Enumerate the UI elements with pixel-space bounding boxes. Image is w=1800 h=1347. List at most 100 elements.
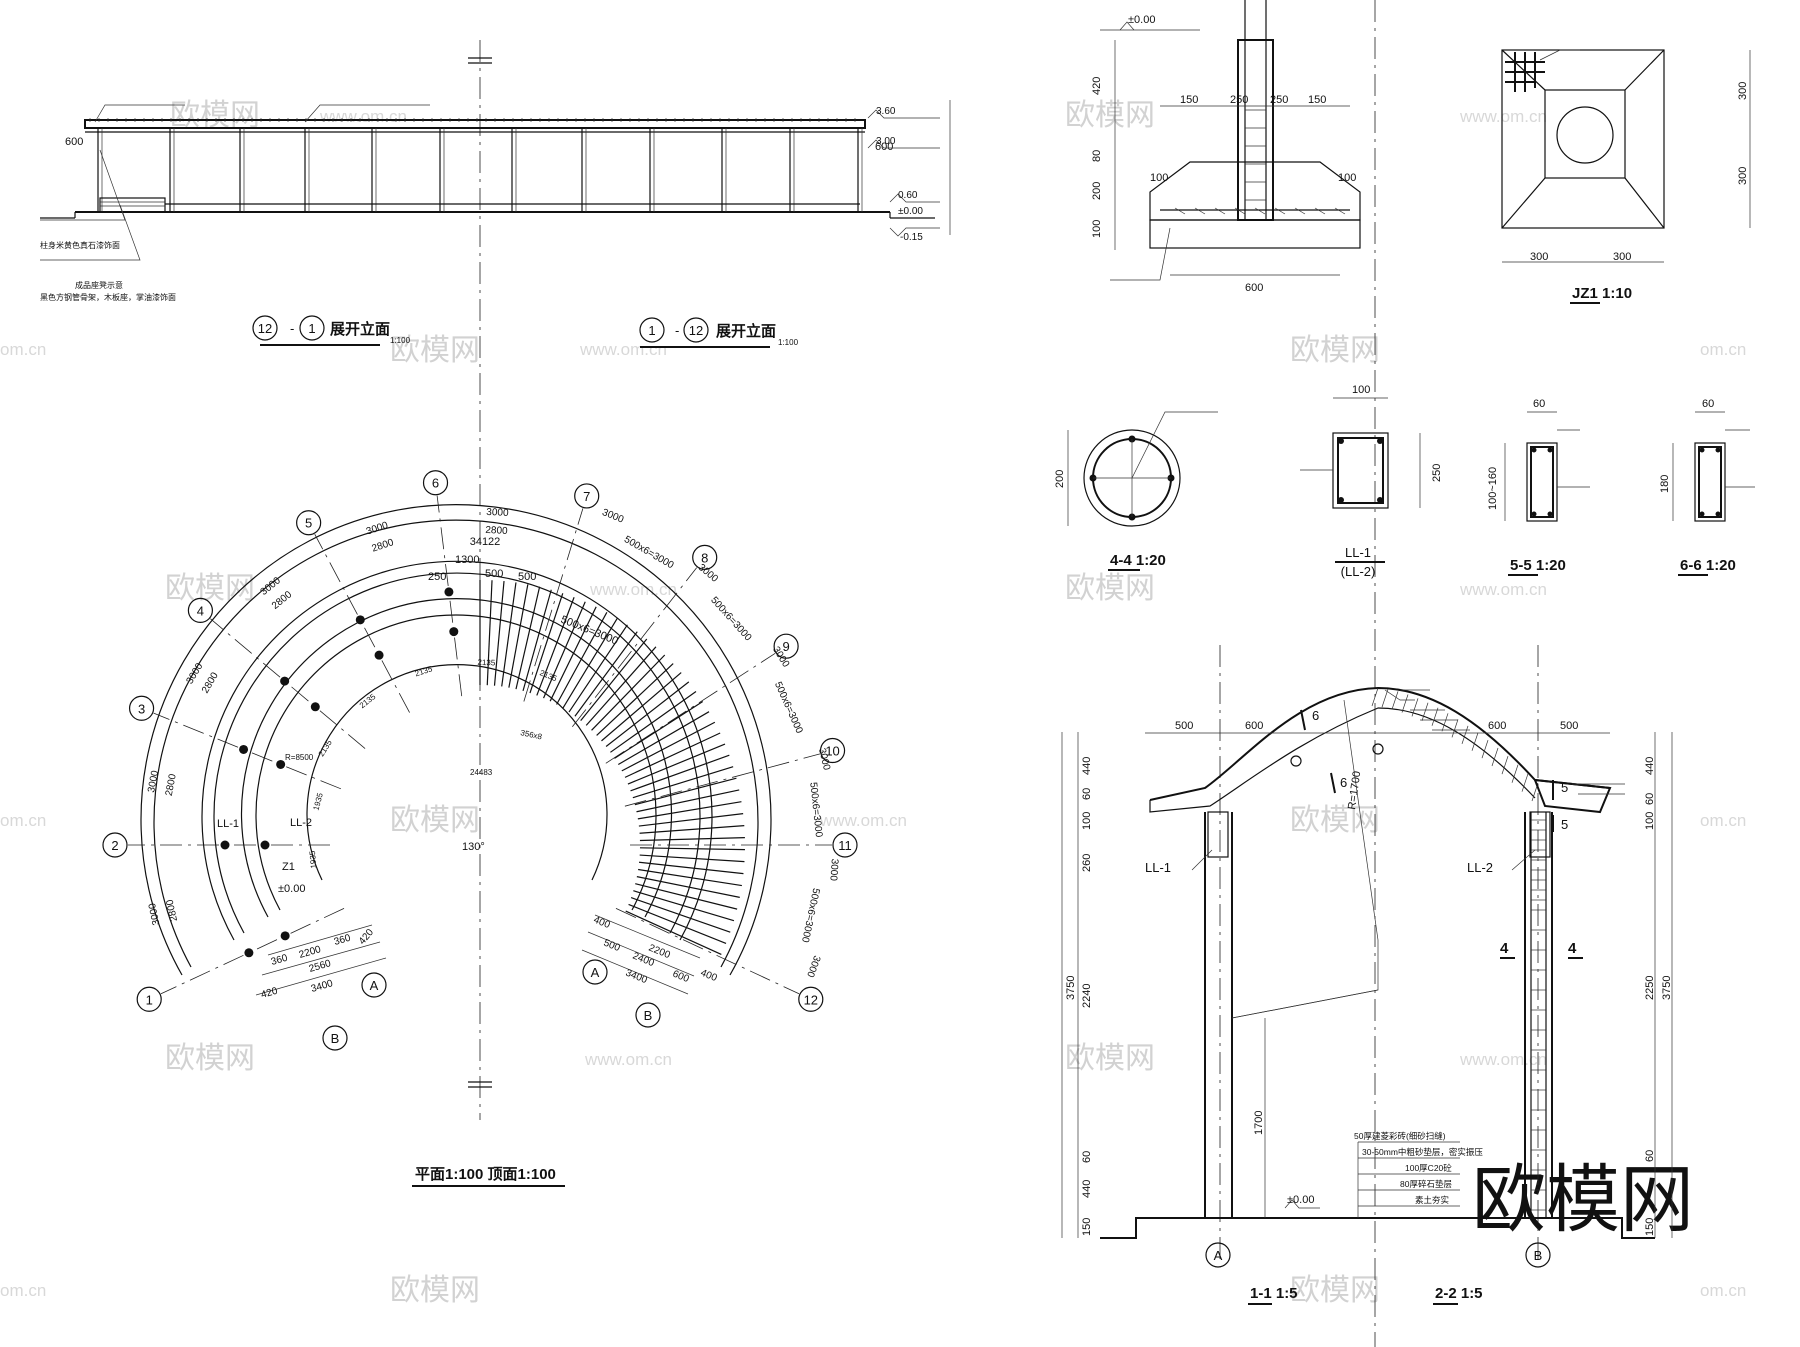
column-dot [355,615,365,625]
cut-mark [1330,772,1336,794]
beam-outline [1694,442,1726,522]
jz1-detail: 300 300 300 300 JZ1 1:10 [1501,49,1751,304]
roof-slat [515,586,541,690]
jz1-inner [1544,89,1626,179]
level-060: 0.60 [898,190,918,201]
leader-line [1191,849,1213,871]
arc-dim: 2800 [371,537,396,554]
roof-slat [617,711,710,766]
watermark-url: www.om.cn [579,340,667,359]
grid-label: 9 [782,639,789,654]
arch-rib [1381,689,1389,708]
elevation-title-left: 12 - 1 展开立面 1:100 [252,315,411,346]
dim: 150 [1644,1218,1656,1236]
dim-total: 3750 [1661,976,1673,1000]
roof-slat [639,824,745,834]
grid-bubble [361,972,387,998]
arch-rib [1501,756,1509,775]
dim-line [581,949,689,995]
grid-label: 12 [689,323,703,338]
cut-label: 5 [1561,817,1568,832]
dim: 500 [1560,720,1578,732]
dim: 2250 [1644,976,1656,1000]
dim: 2240 [1081,984,1093,1008]
watermark-text: 欧模网 [1290,803,1380,838]
footing-bar [1174,207,1186,215]
level-label: ±0.00 [278,883,305,895]
arc-dim: 3000 [147,902,162,926]
footing-bars [1174,109,1346,215]
dim-line [587,931,695,977]
dim: 60 [1644,793,1656,805]
radial-axis [210,618,366,749]
dim: 300 [1737,82,1749,100]
pavement-layers: 50厚建菱彩砖(细砂扫缝) 30-50mm中粗砂垫层，密实振压 100厚C20砼… [1354,1131,1483,1218]
leader-line [1539,49,1580,61]
roof-slat [501,582,517,687]
roof-slat [596,663,674,736]
z1-label: Z1 [282,861,295,873]
dim-500: 500 [518,571,536,583]
radial-axes [128,495,832,995]
section-title: 6-6 1:20 [1680,557,1736,574]
watermark-url: om.cn [1700,811,1746,830]
roof-slat [638,813,744,827]
beam-outline [1332,432,1389,509]
watermark-url: www.om.cn [1459,107,1547,126]
rebar-dot [1699,511,1705,517]
inner-dim: 2135 [358,692,378,710]
footing-bar [1314,207,1326,215]
watermark-url: www.om.cn [319,107,407,126]
dim-24483: 24483 [470,768,493,777]
rebar-dot [1338,497,1344,503]
grid-bubble [299,315,325,341]
radius-label: R=1700 [1346,770,1363,810]
dim-600: 600 [65,136,83,148]
ll1-label: LL-1 [217,818,239,830]
column-dot [276,759,286,769]
rebar-dot [1715,447,1721,453]
arch-ribs [1371,687,1539,802]
roof-slat [542,601,586,699]
watermark-url: om.cn [1700,1281,1746,1300]
arc-dim: 2800 [165,898,180,922]
dim: 150 [1081,1218,1093,1236]
roof-purlins [89,118,856,122]
arc-dim: 3000 [600,507,625,526]
arch-rib [1411,698,1419,717]
level-mark [867,139,940,149]
level-mark [1119,21,1135,31]
radius-line [1231,989,1379,1019]
level-mark [889,227,940,237]
footing-bar [1294,207,1306,215]
roof-slat [638,868,742,887]
elevation-title: 展开立面 [330,320,390,338]
roof-slat [636,876,740,898]
roof-slat [585,646,657,726]
radial-axis [624,753,821,807]
inner-dim: 1935 [308,850,319,869]
grid-bubble [798,986,824,1012]
dim: 300 [1737,167,1749,185]
section-title: 2-2 1:5 [1435,1285,1483,1302]
column-dot [449,627,459,637]
grid-label: A [1214,1248,1223,1263]
roof-slat [621,721,716,772]
radius-label: R=8500 [285,753,314,762]
roof-slat [638,861,744,875]
dim: 1700 [1253,1111,1265,1135]
grid-label: 8 [701,550,708,565]
arch-rib [1511,764,1519,783]
title-dash: - [675,323,679,338]
arc-dim: 500x6=3000 [772,680,805,735]
section-title: 1-1 1:5 [1250,1285,1298,1302]
unfolded-elevation: 柱身米黄色真石漆饰面 成品座凳示意 黑色方钢管骨架，木板座，掌油漆饰面 600 … [40,100,951,348]
level-360: 3.60 [876,106,896,117]
section-title: LL-1 [1345,545,1371,560]
grid-bubble [322,1025,348,1051]
arch-rib [1471,732,1479,751]
grid-label: 4 [197,603,204,618]
jz1-diag [1501,49,1546,91]
beam-outline [1526,442,1558,522]
